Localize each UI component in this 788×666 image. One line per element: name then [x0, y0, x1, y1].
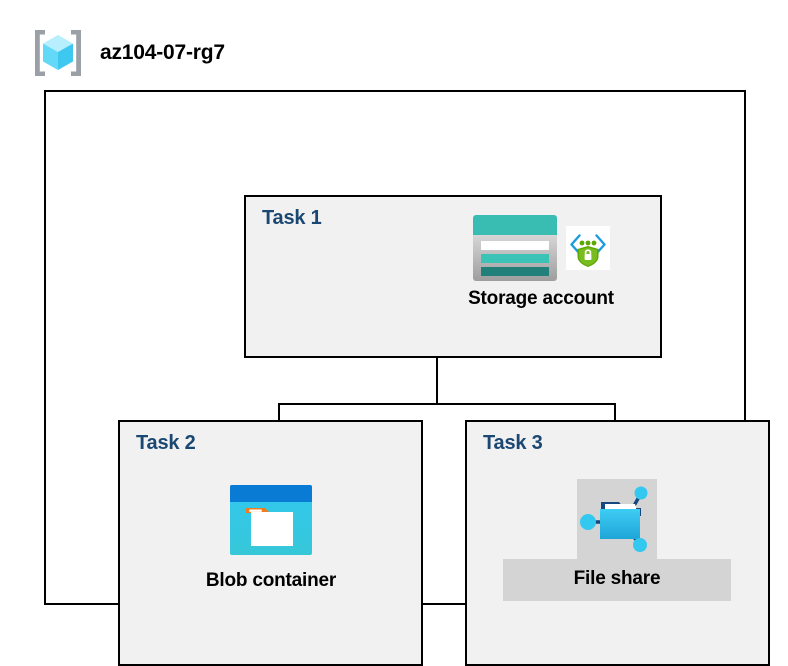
node-file-share[interactable]: File share	[503, 479, 731, 601]
file-share-caption: File share	[573, 568, 661, 589]
storage-account-icon-row	[472, 214, 610, 282]
task-3-label: Task 3	[483, 432, 543, 454]
resource-group-name: az104-07-rg7	[100, 41, 225, 64]
file-share-highlight-caption-area: File share	[503, 559, 731, 601]
secure-endpoint-icon	[566, 226, 610, 270]
node-storage-account[interactable]: Storage account	[401, 214, 681, 310]
task-box-2[interactable]: Task 2	[118, 420, 423, 666]
resource-group-cube-icon	[30, 27, 86, 79]
connector-storage-down	[436, 358, 438, 405]
task-2-label: Task 2	[136, 432, 196, 454]
task-box-1[interactable]: Task 1	[244, 195, 662, 358]
storage-account-caption: Storage account	[468, 288, 614, 309]
file-share-highlight-icon-area	[577, 479, 657, 559]
resource-group-container: Task 1	[44, 90, 770, 666]
node-blob-container[interactable]: Blob container	[150, 484, 392, 592]
task-box-3[interactable]: Task 3	[465, 420, 770, 666]
storage-account-icon	[472, 214, 558, 282]
blob-container-icon	[229, 484, 313, 556]
file-share-icon	[579, 482, 655, 556]
connector-horizontal-bus	[278, 403, 616, 405]
task-1-label: Task 1	[262, 207, 322, 229]
blob-container-caption: Blob container	[205, 570, 337, 591]
resource-group-header: az104-07-rg7	[30, 27, 225, 79]
